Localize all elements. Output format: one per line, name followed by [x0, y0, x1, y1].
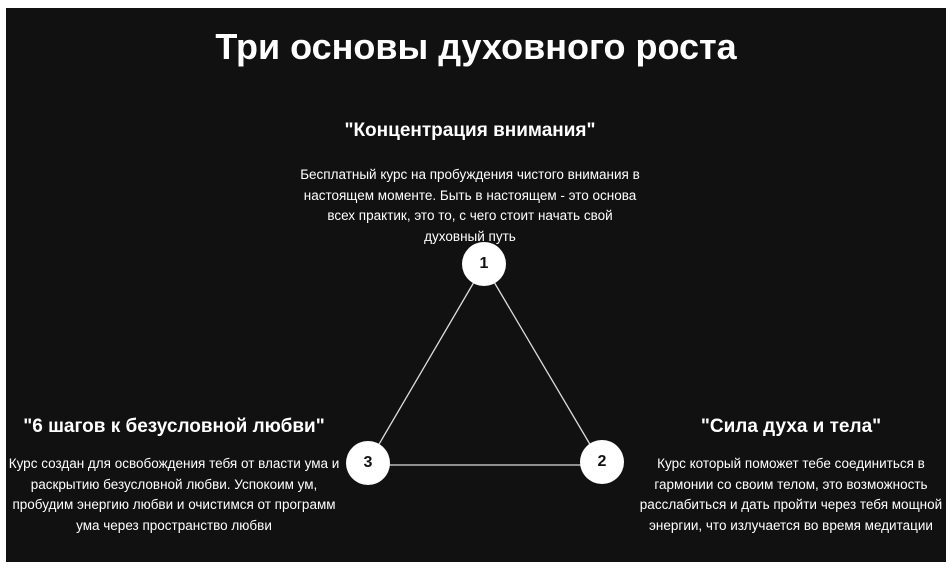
course-description: Бесплатный курс на пробуждения чистого в… — [300, 167, 640, 244]
course-block-2: "Сила духа и тела" Курс который поможет … — [636, 416, 946, 536]
course-block-3: "6 шагов к безусловной любви" Курс созда… — [6, 416, 342, 536]
course-block-1: "Концентрация внимания" Бесплатный курс … — [300, 120, 640, 247]
node-number: 2 — [597, 453, 607, 470]
course-title: "Концентрация внимания" — [344, 120, 596, 141]
node-number: 3 — [363, 454, 373, 471]
node-number: 1 — [479, 255, 489, 272]
course-description: Курс который поможет тебе соединиться в … — [639, 456, 943, 533]
node-2: 2 — [580, 440, 624, 484]
node-3: 3 — [346, 441, 390, 485]
course-title: "6 шагов к безусловной любви" — [23, 416, 325, 437]
page-title: Три основы духовного роста — [215, 26, 737, 67]
diagram-panel: Три основы духовного роста 1 2 3 "Концен… — [6, 8, 946, 562]
course-title: "Сила духа и тела" — [700, 416, 882, 437]
node-1: 1 — [462, 242, 506, 286]
course-description: Курс создан для освобождения тебя от вла… — [8, 456, 340, 533]
triangle-edges — [367, 264, 602, 466]
